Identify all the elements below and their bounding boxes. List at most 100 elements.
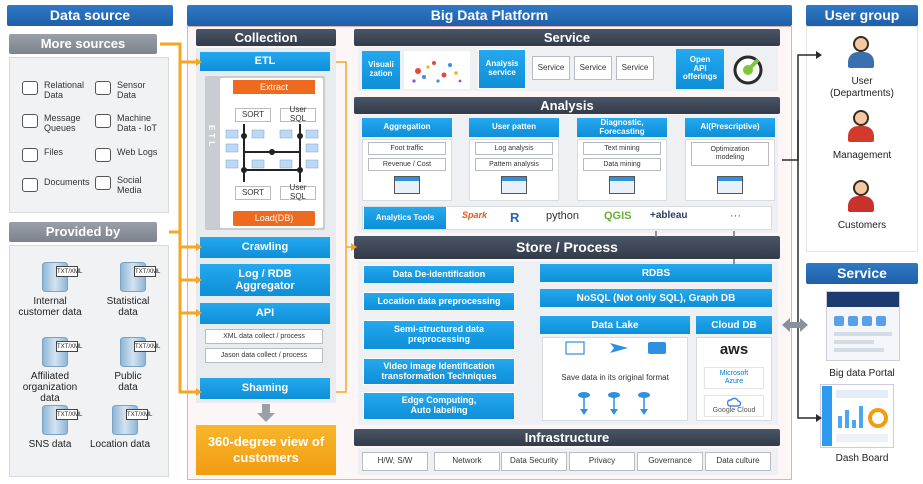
chart-thumbnail-icon: [717, 176, 743, 194]
file-badge: TXT/XML: [134, 341, 160, 352]
portal-label: Big data Portal: [829, 368, 895, 379]
user-group-header: User group: [806, 5, 918, 26]
visualization-box: Visuali zation: [362, 51, 400, 89]
platform-header: Big Data Platform: [187, 5, 792, 26]
service-right-header: Service: [806, 263, 918, 284]
provider-label: Statistical data: [106, 296, 150, 318]
source-label: Message Queues: [44, 113, 81, 134]
scatter-visual-icon: [404, 51, 470, 89]
documents-icon: [22, 178, 38, 192]
shaming-box: Shaming: [200, 378, 330, 399]
api-box: API: [200, 303, 330, 324]
service-box: Service: [532, 56, 570, 80]
analytics-tools-label: Analytics Tools: [364, 207, 446, 229]
provider-label: Location data: [89, 439, 151, 450]
file-badge: TXT/XML: [126, 409, 152, 420]
gears-icon: [95, 148, 111, 162]
tool-logo: ···: [730, 210, 741, 222]
analysis-column-title: Aggregation: [362, 118, 452, 137]
rdbs-box: RDBS: [540, 264, 772, 282]
infra-item: H/W, S/W: [362, 452, 428, 471]
source-label: Files: [44, 147, 64, 157]
store-item: Location data preprocessing: [363, 292, 515, 311]
tool-logo: QGIS: [604, 210, 632, 222]
dashboard-thumbnail: [822, 386, 888, 446]
down-arrow-icon: [257, 404, 275, 422]
user-label: User (Departments): [830, 76, 894, 99]
file-badge: TXT/XML: [56, 341, 82, 352]
analysis-column-title: AI(Prescriptive): [685, 118, 775, 137]
tool-logo: +ableau: [650, 210, 688, 221]
user-label: Customers: [837, 220, 887, 231]
thermometer-icon: [95, 81, 111, 95]
data-lake-graphic: [565, 341, 666, 415]
chart-thumbnail-icon: [394, 176, 420, 194]
infra-item: Network: [434, 452, 500, 471]
cloud-db-box: Cloud DB: [696, 316, 772, 334]
provided-by-header: Provided by: [9, 222, 157, 242]
provider-label: Internal customer data: [18, 296, 82, 318]
service-box: Service: [616, 56, 654, 80]
store-process-header: Store / Process: [354, 236, 780, 259]
usersql-box-2: User SQL: [280, 183, 316, 201]
analysis-item: Pattern analysis: [475, 158, 553, 171]
infra-item: Data culture: [705, 452, 771, 471]
user-label: Management: [832, 150, 892, 161]
database-icon: [22, 81, 38, 95]
infra-item: Data Security: [501, 452, 567, 471]
analysis-item: Foot traffic: [368, 142, 446, 155]
user-head-icon: [853, 180, 869, 196]
source-label: Documents: [44, 177, 90, 187]
load-box: Load(DB): [233, 211, 315, 226]
user-body-icon: [848, 126, 874, 142]
gauge-icon: [733, 55, 763, 85]
file-badge: TXT/XML: [56, 409, 82, 420]
tool-logo: python: [546, 210, 580, 222]
service-box: Service: [574, 56, 612, 80]
provider-label: SNS data: [28, 439, 72, 450]
store-item: Semi-structured data preprocessing: [363, 320, 515, 350]
data-source-header: Data source: [7, 5, 173, 26]
xml-process-box: XML data collect / process: [205, 329, 323, 344]
source-label: Machine Data - IoT: [117, 113, 158, 134]
user-head-icon: [853, 36, 869, 52]
data-lake-box: Data Lake: [540, 316, 690, 334]
etl-box: ETL: [200, 52, 330, 71]
robot-arm-icon: [95, 114, 111, 128]
store-item: Data De-identification: [363, 265, 515, 284]
collection-header: Collection: [196, 29, 336, 46]
more-sources-header: More sources: [9, 34, 157, 54]
source-label: Web Logs: [117, 147, 158, 157]
usersql-box-1: User SQL: [280, 105, 316, 123]
google-cloud-logo: Google Cloud: [704, 395, 764, 417]
cloud-panel: [696, 337, 772, 421]
nosql-box: NoSQL (Not only SQL), Graph DB: [540, 289, 772, 307]
analysis-item: Log analysis: [475, 142, 553, 155]
chart-thumbnail-icon: [609, 176, 635, 194]
user-head-icon: [853, 110, 869, 126]
file-badge: TXT/XML: [134, 266, 160, 277]
sort-box-1: SORT: [235, 108, 271, 122]
json-process-box: Jason data collect / process: [205, 348, 323, 363]
source-label: Social Media: [117, 175, 142, 196]
google-cloud-icon: [727, 397, 741, 407]
store-item: Edge Computing, Auto labeling: [363, 392, 515, 420]
source-label: Sensor Data: [117, 80, 146, 101]
analysis-item: Revenue / Cost: [368, 158, 446, 171]
infrastructure-header: Infrastructure: [354, 429, 780, 446]
provider-label: Public data: [114, 371, 142, 393]
data-lake-caption: Save data in its original format: [561, 373, 669, 382]
sort-box-2: SORT: [235, 186, 271, 200]
portal-thumbnail: [834, 316, 892, 352]
twitter-icon: [95, 176, 111, 190]
log-rdb-box: Log / RDB Aggregator: [200, 264, 330, 296]
extract-box: Extract: [233, 80, 315, 94]
source-label: Relational Data: [44, 80, 85, 101]
database-icon: [112, 405, 138, 435]
customer-view-box: 360-degree view of customers: [196, 425, 336, 475]
infra-item: Governance: [637, 452, 703, 471]
user-body-icon: [848, 52, 874, 68]
crawling-box: Crawling: [200, 237, 330, 258]
tool-logo: Spark: [462, 210, 488, 220]
file-icon: [22, 148, 38, 162]
